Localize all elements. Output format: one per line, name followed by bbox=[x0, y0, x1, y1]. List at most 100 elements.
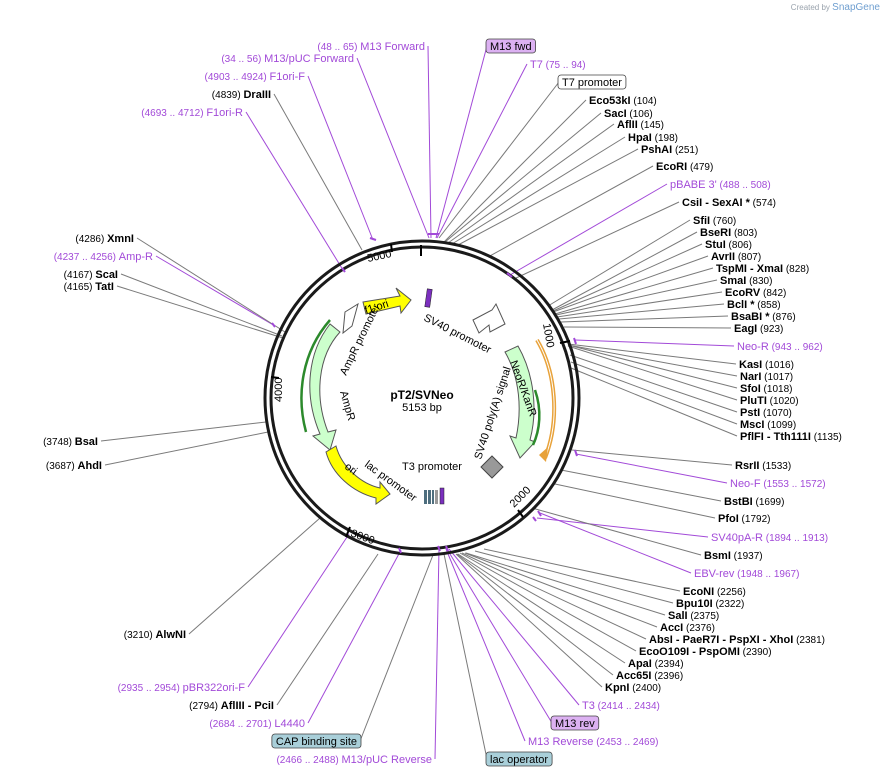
sfoi-leader bbox=[567, 344, 738, 389]
absi-label: AbsI - PaeR7I - PspXI - XhoI (2381) bbox=[649, 634, 825, 646]
afliii-145-text: AflII bbox=[617, 119, 638, 131]
t7-promoter-box-box bbox=[557, 74, 627, 90]
tati-text: TatI bbox=[95, 281, 114, 293]
ahdi-text: (3687) AhdI bbox=[46, 460, 102, 472]
nari-label: NarI (1017) bbox=[740, 371, 793, 383]
kasi-leader bbox=[567, 343, 737, 365]
lac-operator-box-text: lac operator bbox=[490, 754, 548, 766]
acci-pos: (2376) bbox=[683, 623, 715, 634]
bsai-text: BsaI bbox=[75, 436, 98, 448]
psti-text: PstI (1070) bbox=[740, 407, 792, 419]
m13fwd-box-box bbox=[485, 38, 536, 54]
eco53ki-text: Eco53kI bbox=[589, 95, 631, 107]
psti-leader bbox=[569, 354, 738, 413]
apai-leader bbox=[457, 553, 626, 664]
pluti-pos: (1020) bbox=[767, 396, 799, 407]
sv40pa-r-text: SV40pA-R bbox=[711, 532, 763, 544]
sv40pa-r-pos: (1894 .. 1913) bbox=[763, 533, 828, 544]
l4440-text: L4440 bbox=[274, 718, 305, 730]
msci-label: MscI (1099) bbox=[740, 419, 796, 431]
ori-label: ori bbox=[342, 461, 359, 478]
f1ori-f-text: F1ori-F bbox=[270, 71, 306, 83]
csii-text: CsiI - SexAI * (574) bbox=[682, 197, 776, 209]
tspmi-pos: (828) bbox=[783, 264, 809, 275]
pluti-label: PluTI (1020) bbox=[740, 395, 799, 407]
hpai-text: HpaI (198) bbox=[628, 132, 678, 144]
tspmi-text2: XmaI bbox=[757, 263, 783, 275]
nari-pos: (1017) bbox=[761, 372, 793, 383]
pbabe3-text: pBABE 3' bbox=[670, 179, 717, 191]
pluti-text: PluTI (1020) bbox=[740, 395, 799, 407]
ampr-orf-line bbox=[300, 319, 331, 433]
pbr322ori-f-text: (2935 .. 2954) pBR322ori-F bbox=[118, 682, 246, 694]
alwni-label: (3210) AlwNI bbox=[124, 629, 186, 641]
t3-primer-text: T3 (2414 .. 2434) bbox=[582, 700, 660, 712]
m13puc-reverse-label: (2466 .. 2488) M13/pUC Reverse bbox=[276, 754, 432, 766]
t7-primer-leader bbox=[436, 63, 528, 239]
econi-text: EcoNI (2256) bbox=[683, 586, 746, 598]
tick-5000: 5000 bbox=[366, 248, 392, 265]
afliii-2794-text: AflIII bbox=[221, 700, 245, 712]
sali-text: SalI bbox=[668, 610, 688, 622]
csii-text2: SexAI * bbox=[712, 197, 751, 209]
t7-primer-label: T7 (75 .. 94) bbox=[530, 59, 586, 71]
acc65i-text: Acc65I (2396) bbox=[616, 670, 683, 682]
ahdi-pos: (3687) bbox=[46, 461, 78, 472]
acc65i-text: Acc65I bbox=[616, 670, 651, 682]
f1ori-f-text: (4903 .. 4924) F1ori-F bbox=[205, 71, 306, 83]
f1ori-r-pos: (4693 .. 4712) bbox=[141, 108, 206, 119]
cap-box-text: CAP binding site bbox=[276, 736, 357, 748]
pluti-leader bbox=[567, 345, 738, 401]
sfii-label: SfiI (760) bbox=[693, 215, 736, 227]
cap-box-box bbox=[271, 733, 362, 749]
eagi-label: EagI (923) bbox=[734, 323, 783, 335]
amp-r-text: (4237 .. 4256) Amp-R bbox=[54, 251, 153, 263]
tati-text: (4165) TatI bbox=[64, 281, 114, 293]
pbabe3-leader bbox=[509, 183, 668, 276]
ecorv-label: EcoRV (842) bbox=[725, 287, 786, 299]
afliii-2794-label: (2794) AflIII - PciI bbox=[189, 700, 274, 712]
eagi-text: EagI bbox=[734, 323, 757, 335]
sfoi-pos: (1018) bbox=[761, 384, 793, 395]
backbone-features bbox=[424, 288, 445, 505]
kpni-label: KpnI (2400) bbox=[605, 682, 661, 694]
f1ori-f-pos: (4903 .. 4924) bbox=[205, 72, 270, 83]
m13puc-forward-text: (34 .. 56) M13/pUC Forward bbox=[221, 53, 354, 65]
bpu10i-text: Bpu10I (2322) bbox=[676, 598, 744, 610]
acci-text: AccI (2376) bbox=[660, 622, 715, 634]
draiii-leader bbox=[273, 93, 363, 251]
bsai-pos: (3748) bbox=[43, 437, 75, 448]
m13puc-reverse-text: (2466 .. 2488) M13/pUC Reverse bbox=[276, 754, 432, 766]
bsai-text: (3748) BsaI bbox=[43, 436, 98, 448]
xmni-text: (4286) XmnI bbox=[75, 233, 134, 245]
afliii-2794-sep: - bbox=[245, 700, 255, 712]
lac-operator-box-leader bbox=[443, 553, 488, 760]
nari-text: NarI (1017) bbox=[740, 371, 793, 383]
ecorv-leader bbox=[556, 291, 723, 318]
f1ori-r-text: (4693 .. 4712) F1ori-R bbox=[141, 107, 243, 119]
ecoo109i-leader bbox=[459, 552, 637, 652]
pfoi-leader bbox=[554, 483, 716, 519]
rsrii-leader bbox=[571, 449, 733, 466]
apai-text: ApaI (2394) bbox=[628, 658, 684, 670]
m13puc-reverse-leader bbox=[434, 548, 440, 760]
f1ori-r-label: (4693 .. 4712) F1ori-R bbox=[141, 107, 243, 119]
stui-leader bbox=[552, 243, 703, 312]
cap-box-label: CAP binding site bbox=[271, 733, 362, 749]
saci-pos: (106) bbox=[627, 109, 653, 120]
m13puc-forward-label: (34 .. 56) M13/pUC Forward bbox=[221, 53, 354, 65]
csii-leader bbox=[513, 201, 680, 280]
ecoo109i-sep: - bbox=[689, 646, 699, 658]
pshai-leader bbox=[457, 148, 639, 246]
ori-arrow bbox=[325, 445, 391, 505]
neo-r-leader bbox=[574, 339, 735, 347]
pbr322ori-f-leader bbox=[247, 533, 350, 688]
ecorv-text: EcoRV bbox=[725, 287, 761, 299]
hpai-leader bbox=[451, 136, 626, 245]
avrii-pos: (807) bbox=[735, 252, 761, 263]
pfoi-label: PfoI (1792) bbox=[718, 513, 770, 525]
ecori-label: EcoRI (479) bbox=[656, 161, 713, 173]
bcli-label: BclI * (858) bbox=[727, 299, 781, 311]
pflfi-pos: (1135) bbox=[811, 432, 842, 443]
pflfi-text: PflFI bbox=[740, 431, 764, 443]
